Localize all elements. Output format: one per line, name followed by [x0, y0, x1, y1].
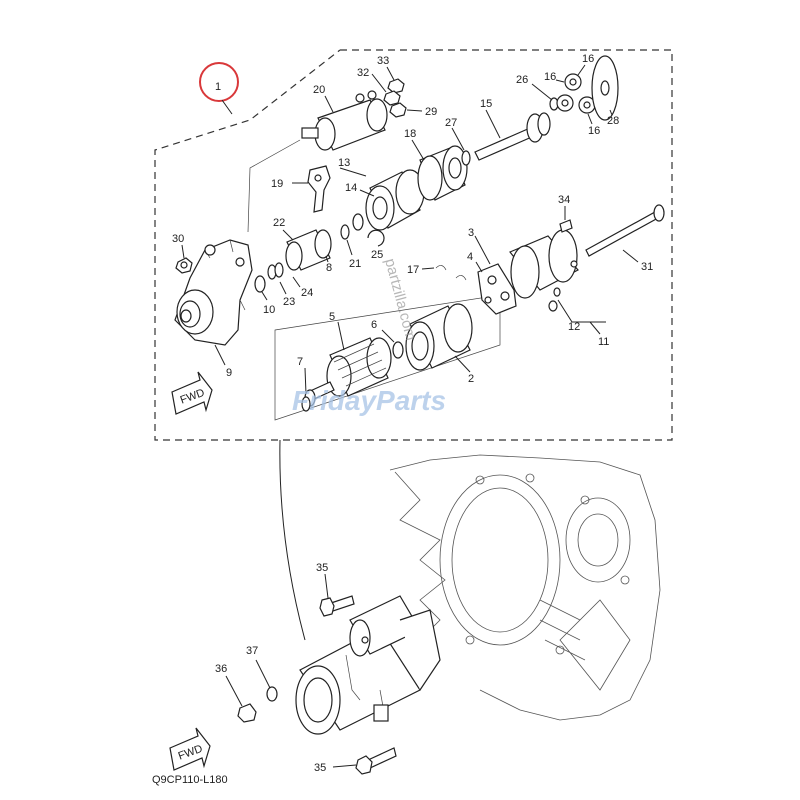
callout-29: 29: [425, 106, 437, 118]
washer-37: [266, 686, 278, 702]
callout-16c: 16: [588, 125, 600, 137]
bolt-35-lower: [355, 747, 397, 775]
callout-8: 8: [326, 262, 332, 274]
installed-starter: [295, 595, 441, 735]
callout-15: 15: [480, 98, 492, 110]
assembly-leader: [221, 99, 233, 115]
highlight-circle: [199, 62, 239, 102]
clip-21: [340, 224, 350, 240]
shaft-15: [474, 112, 551, 161]
ring-28: [591, 55, 619, 121]
callout-4: 4: [467, 251, 473, 263]
end-frame-11: [509, 229, 579, 299]
callout-35a: 35: [316, 562, 328, 574]
callout-20: 20: [313, 84, 325, 96]
callout-2: 2: [468, 373, 474, 385]
callout-37: 37: [246, 645, 258, 657]
callout-3: 3: [468, 227, 474, 239]
washer-27: [461, 150, 471, 166]
center-plate-14: [365, 169, 425, 231]
washer-24: [274, 262, 284, 278]
armature-5: [304, 337, 392, 407]
callout-16b: 16: [544, 71, 556, 83]
callout-22: 22: [273, 217, 285, 229]
callout-28: 28: [607, 115, 619, 127]
callout-33: 33: [377, 55, 389, 67]
bearing-6: [392, 341, 404, 359]
callout-14: 14: [345, 182, 357, 194]
install-leader: [279, 439, 306, 641]
drive-housing: [174, 239, 253, 346]
nut-30: [175, 257, 193, 274]
callout-26: 26: [516, 74, 528, 86]
bolt-35-upper: [319, 595, 355, 617]
diagram-code: Q9CP110-L180: [152, 774, 228, 786]
callout-18: 18: [404, 128, 416, 140]
callout-35b: 35: [314, 762, 326, 774]
exploded-view-boundary: [154, 49, 673, 441]
end-cover-18: [417, 145, 468, 201]
ring-10: [254, 275, 266, 293]
screw-12: [548, 300, 558, 312]
callout-17: 17: [407, 264, 419, 276]
washer-7: [301, 396, 311, 412]
washer-32: [383, 90, 401, 106]
callout-31: 31: [641, 261, 653, 273]
assembly-number: 1: [215, 81, 221, 93]
watermark-fridayparts: FridayParts: [292, 385, 446, 416]
callout-11: 11: [598, 336, 609, 348]
nut-36: [237, 703, 257, 723]
callout-21: 21: [349, 258, 361, 270]
engine-block-outline: [389, 454, 661, 721]
through-bolt-31: [585, 204, 665, 257]
callout-9: 9: [226, 367, 232, 379]
callout-6: 6: [371, 319, 377, 331]
callout-25: 25: [371, 249, 383, 261]
screw-12b: [553, 287, 561, 297]
callout-5: 5: [329, 311, 335, 323]
planet-gears-16: [556, 73, 596, 114]
callout-30: 30: [172, 233, 184, 245]
ring-25: [367, 229, 385, 247]
callout-34: 34: [558, 194, 570, 206]
callout-19: 19: [271, 178, 283, 190]
callout-23: 23: [283, 296, 295, 308]
shift-lever-19: [307, 165, 331, 213]
callout-36: 36: [215, 663, 227, 675]
fwd-arrow-top: FWD: [171, 371, 213, 415]
callout-7: 7: [297, 356, 303, 368]
screw-34: [559, 219, 573, 233]
callout-24: 24: [301, 287, 313, 299]
callout-10: 10: [263, 304, 275, 316]
solenoid-20: [301, 90, 388, 151]
callout-12: 12: [568, 321, 580, 333]
fwd-arrow-bottom: FWD: [169, 727, 211, 771]
pinion-22: [285, 229, 332, 271]
nut-29: [389, 102, 407, 118]
nut-33: [387, 78, 405, 94]
brush-holder-4: [477, 263, 517, 315]
callout-32: 32: [357, 67, 369, 79]
callout-16a: 16: [582, 53, 594, 65]
armature-group-outline: [274, 294, 501, 421]
washer-neighbor: [352, 213, 364, 231]
yoke-2: [405, 303, 473, 371]
callout-27: 27: [445, 117, 457, 129]
callout-13: 13: [338, 157, 350, 169]
